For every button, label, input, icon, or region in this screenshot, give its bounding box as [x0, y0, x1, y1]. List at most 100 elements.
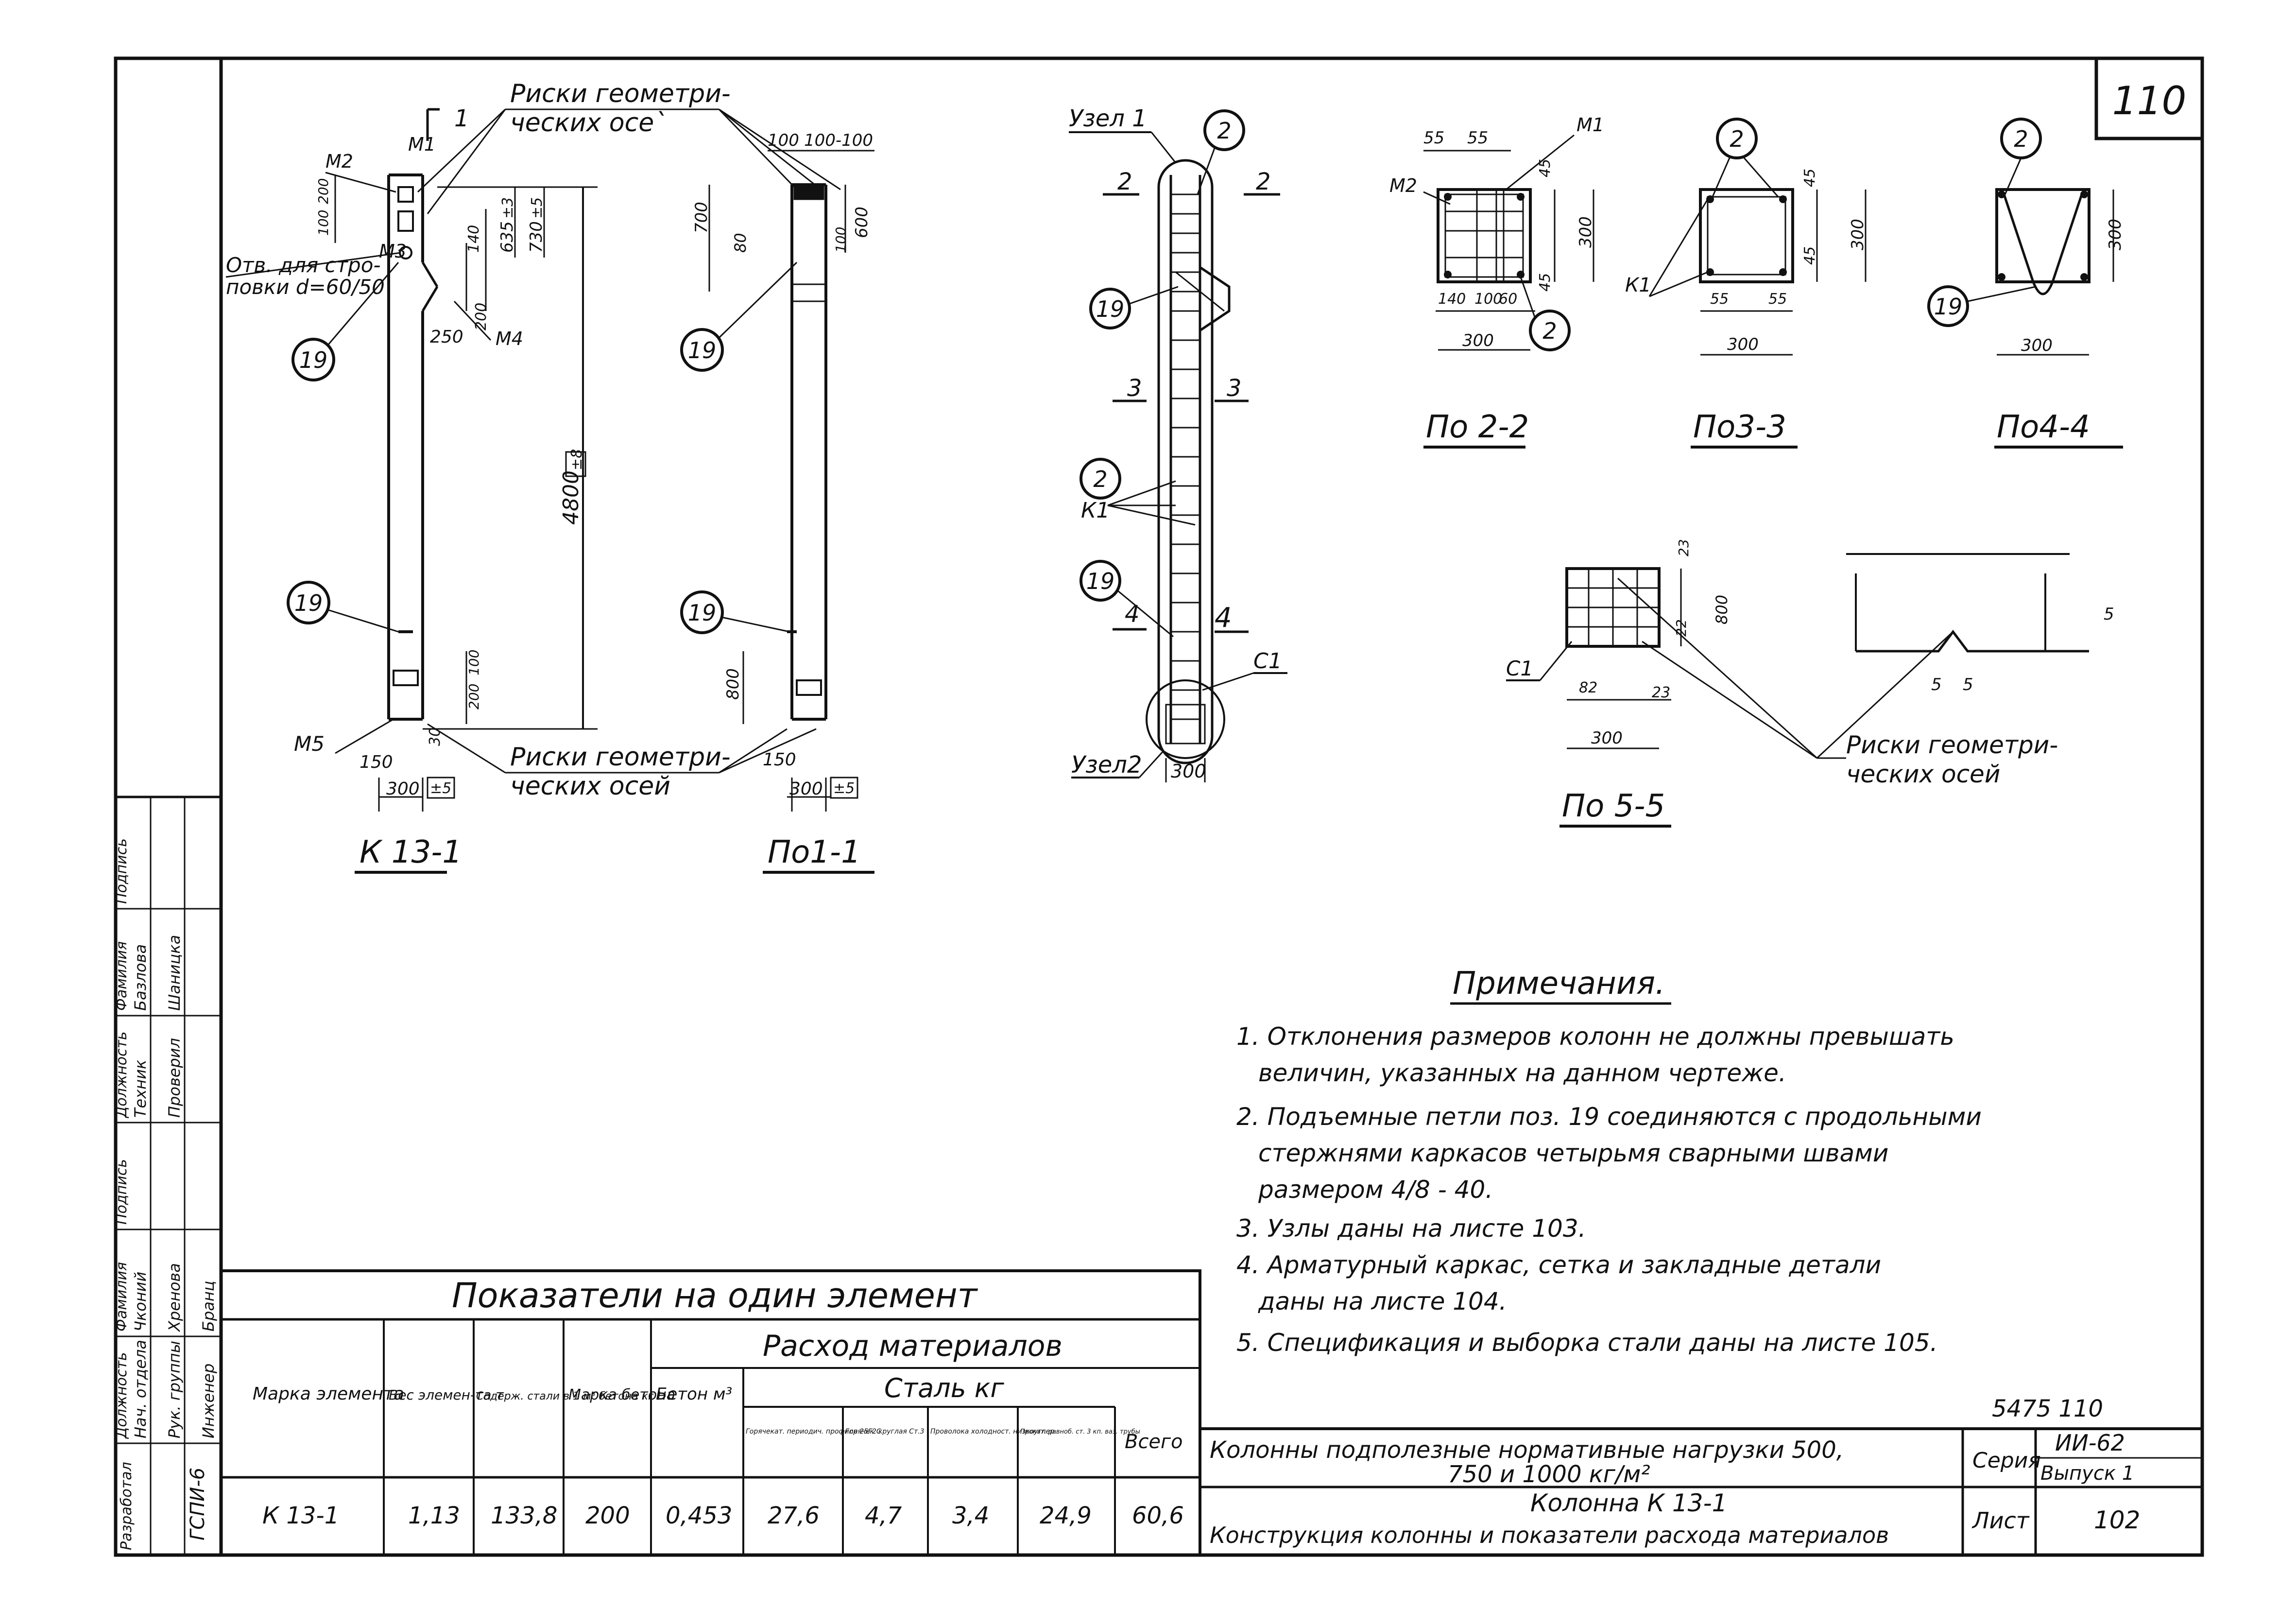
opening-label-2: повки d=60/50: [226, 275, 385, 299]
stamp-row-4-name: Шаницка: [165, 935, 184, 1011]
stamp-developer: Разработал: [118, 1462, 135, 1550]
k1-cage: К1: [1081, 498, 1110, 523]
note-line-8: даны на листе 104.: [1258, 1287, 1507, 1315]
label-m2: М2: [326, 151, 353, 172]
notes-title: Примечания.: [1453, 966, 1665, 1002]
cage-dim-300: 300: [1171, 761, 1206, 782]
dim-100-left: 100: [315, 210, 331, 236]
sheet-value: 102: [2094, 1506, 2140, 1534]
sec55-dim-800: 800: [1713, 595, 1731, 624]
note-line-9: 5. Спецификация и выборка стали даны на …: [1236, 1329, 1937, 1357]
hdr-steel-col-4: Прокат. равноб. ст. 3 кп. ваз. трубы: [1020, 1428, 1140, 1436]
hdr-steel-content: Содерж. стали в 1 м³ бетона кг: [476, 1390, 654, 1402]
stamp-row-2-role: Рук. группы: [165, 1341, 184, 1438]
row-concrete-grade: 200: [585, 1502, 630, 1529]
pos-19-elev-top: 19: [299, 347, 328, 373]
title-line-1: Колонны подполезные нормативные нагрузки…: [1210, 1436, 1844, 1464]
section-2-2-title: По 2-2: [1426, 409, 1529, 445]
cut-2-left: 2: [1117, 168, 1132, 195]
hdr-total: Всего: [1125, 1431, 1183, 1453]
note-line-3: 2. Подъемные петли поз. 19 соединяются с…: [1236, 1103, 1982, 1131]
tol-4800: ±8: [568, 449, 585, 470]
dim-300-elev: 300: [386, 779, 420, 799]
title-codes: 5475 110: [1992, 1395, 2103, 1422]
dim-100-elev-bottom: 100: [466, 650, 482, 675]
pos-2-cage-mid: 2: [1093, 466, 1107, 492]
dim-140: 140: [465, 225, 482, 253]
sec11-dim-300: 300: [789, 779, 823, 799]
label-m4: М4: [496, 328, 523, 349]
cut-4-left: 4: [1125, 601, 1140, 628]
risk-top-label-2: ческих осе`: [510, 108, 667, 138]
node-1-label: Узел 1: [1069, 105, 1147, 132]
pos-2-cage-top: 2: [1217, 118, 1231, 144]
sec44-dim-300: 300: [2021, 336, 2053, 355]
stamp-org: ГСПИ-6: [187, 1468, 209, 1540]
row-total: 60,6: [1132, 1502, 1184, 1529]
sec11-dim-700: 700: [692, 202, 711, 233]
sec22-dim-55a: 55: [1423, 128, 1444, 148]
dim-635: 635: [497, 221, 517, 253]
cut-3-right: 3: [1227, 375, 1242, 402]
hdr-materials: Расход материалов: [763, 1329, 1062, 1363]
stamp-header-name-1: Фамилия: [113, 1262, 130, 1332]
sec55-dim-300: 300: [1591, 728, 1623, 748]
dim-200-left: 200: [315, 178, 331, 204]
section-3-3: 2 К1 45 45 300 55 55 300 По3-3: [1625, 118, 1868, 449]
title-line-2: 750 и 1000 кг/м²: [1448, 1461, 1650, 1488]
sec11-tol-300: ±5: [833, 780, 855, 797]
sec22-dim-45a: 45: [1537, 159, 1554, 177]
sec33-dim-45b: 45: [1801, 246, 1818, 265]
hdr-steel-col-2: Горячек. круглая Ст.3: [845, 1428, 925, 1436]
sec22-dim-55b: 55: [1467, 128, 1488, 148]
pos-19-cage-mid: 19: [1086, 568, 1115, 594]
label-m5: М5: [294, 732, 325, 756]
row-steel-4: 24,9: [1040, 1502, 1092, 1529]
section-1-1: 700 600 80 100 100 100-100 19 19 800 150…: [680, 131, 874, 874]
row-steel-1: 27,6: [768, 1502, 820, 1529]
hdr-steel-col-1: Горячекат. периодич. профиля 25Г2С: [746, 1428, 881, 1436]
note-line-7: 4. Арматурный каркас, сетка и закладные …: [1236, 1251, 1881, 1279]
risk-bottom-label: Риски геометри-: [510, 743, 731, 772]
cage-stirrups: [1171, 193, 1200, 720]
sec55-dim-5a: 5: [1931, 675, 1942, 694]
sheet-corner-number: 110: [2112, 78, 2187, 123]
sec11-dim-800: 800: [723, 668, 743, 700]
issue-value: Выпуск 1: [2040, 1462, 2134, 1485]
sec22-m1: М1: [1576, 114, 1604, 136]
section-1-1-title: По1-1: [768, 834, 861, 870]
sec33-dim-55a: 55: [1710, 291, 1729, 308]
section-3-3-title: По3-3: [1693, 409, 1786, 445]
row-concrete: 0,453: [666, 1502, 732, 1529]
hdr-concrete: Бетон м³: [656, 1384, 732, 1404]
c1-cage: С1: [1253, 649, 1282, 674]
sec11-dim-80: 80: [731, 233, 750, 253]
sec22-dim-100: 100: [1474, 291, 1502, 308]
sheet-label: Лист: [1971, 1507, 2030, 1534]
stamp-row-3-name: Чконий: [131, 1272, 150, 1332]
sec33-dim-55b: 55: [1768, 291, 1787, 308]
sec44-pos-2: 2: [2014, 126, 2028, 152]
note-line-5: размером 4/8 - 40.: [1258, 1176, 1493, 1204]
dim-4800: 4800: [559, 470, 583, 525]
section-4-4-title: По4-4: [1997, 409, 2090, 445]
hdr-mark: Марка элемента: [253, 1384, 404, 1404]
sec22-dim-140: 140: [1438, 291, 1466, 308]
side-stamp: Инженер Бранц Рук. группы Хренова Нач. о…: [113, 796, 223, 1557]
sec55-dim-22: 22: [1673, 619, 1689, 637]
label-m3: М3: [379, 241, 407, 262]
dim-200-upper: 200: [473, 303, 490, 330]
stamp-row-5-name: Базлова: [131, 944, 150, 1011]
stamp-row-2-name: Хренова: [165, 1263, 184, 1332]
node-2-label: Узел2: [1071, 751, 1142, 779]
series-label: Серия: [1972, 1448, 2041, 1473]
tol-730: ±5: [529, 197, 546, 219]
cut-3-left: 3: [1127, 375, 1142, 402]
stamp-header-sign-1: Подпись: [113, 1159, 130, 1225]
subtitle-line-1: Колонна К 13-1: [1530, 1489, 1727, 1517]
sec22-dim-300v: 300: [1576, 216, 1595, 248]
sec44-dim-300v: 300: [2106, 219, 2125, 250]
section-1-mark: 1: [454, 105, 469, 132]
dim-730: 730: [527, 221, 546, 253]
